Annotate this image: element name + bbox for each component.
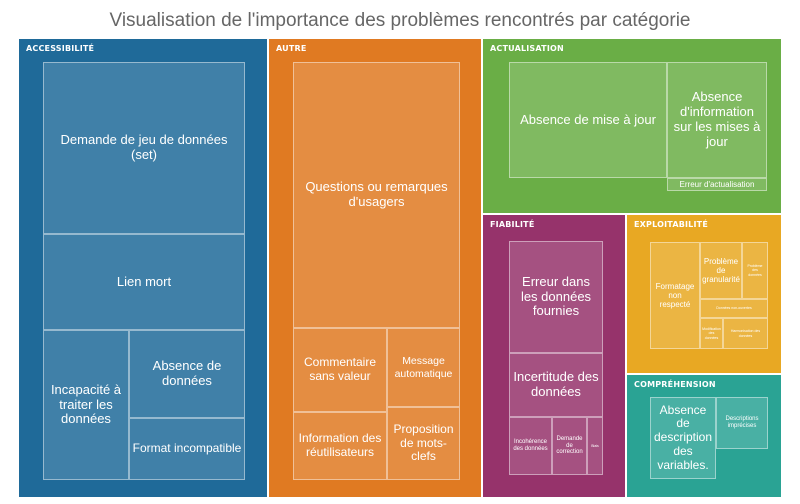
treemap-leaf-erreur-dans-les-donnees-fournies[interactable]: Erreur dans les données fournies — [509, 241, 603, 353]
leaf-label: Lien mort — [116, 273, 172, 289]
leaf-label: Erreur dans les données fournies — [520, 273, 592, 319]
treemap-leaf-information-des-reutilisateurs[interactable]: Information des réutilisateurs — [293, 412, 387, 480]
treemap-category-comprehension[interactable]: COMPRÉHENSION Absence de description des … — [626, 374, 782, 498]
treemap-leaf-absence-d-information-sur-les-mises-a-jour[interactable]: Absence d'information sur les mises à jo… — [667, 62, 767, 178]
treemap-leaf-incoherence-des-donnees[interactable]: Incohérence des données — [509, 417, 552, 475]
treemap-leaf-proposition-de-mots-clefs[interactable]: Proposition de mots-clefs — [387, 407, 460, 480]
leaf-label: Absence d'information sur les mises à jo… — [673, 89, 761, 149]
treemap-category-accessibilite[interactable]: ACCESSIBILITÉ Demande de jeu de données (… — [18, 38, 268, 498]
leaf-label: Incohérence des données — [513, 439, 548, 452]
leaf-label: Demande de correction — [556, 435, 583, 456]
treemap-leaf-questions-ou-remarques-d-usagers[interactable]: Questions ou remarques d'usagers — [293, 62, 460, 328]
leaf-label: Questions ou remarques d'usagers — [305, 179, 448, 209]
treemap-leaf-demande-de-correction[interactable]: Demande de correction — [552, 417, 587, 475]
treemap-leaf-absence-de-description-des-variables[interactable]: Absence de description des variables. — [650, 397, 716, 479]
leaf-label: Formatage non respecté — [655, 281, 695, 310]
leaf-label: Problème des données — [747, 264, 763, 277]
treemap-category-fiabilite[interactable]: FIABILITÉ Erreur dans les données fournie… — [482, 214, 626, 498]
leaf-label: Message automatique — [394, 355, 453, 380]
treemap-leaf-incertitude-des-donnees[interactable]: Incertitude des données — [509, 353, 603, 417]
leaf-label: Harmonisation des données — [730, 329, 761, 338]
treemap-leaf-erreur-d-actualisation[interactable]: Erreur d'actualisation — [667, 178, 767, 191]
category-label: COMPRÉHENSION — [634, 380, 716, 389]
category-label: ACCESSIBILITÉ — [26, 44, 95, 53]
treemap-leaf-probleme-de-granularite[interactable]: Problème de granularité — [700, 242, 742, 299]
treemap-leaf-descriptions-imprecises[interactable]: Descriptions imprécises — [716, 397, 768, 449]
treemap-leaf-demande-de-jeu-de-donnees-set[interactable]: Demande de jeu de données (set) — [43, 62, 245, 234]
treemap-leaf-absence-de-mise-a-jour[interactable]: Absence de mise à jour — [509, 62, 667, 178]
leaf-label: Demande de jeu de données (set) — [60, 132, 228, 162]
leaf-label: Absence de description des variables. — [653, 402, 713, 472]
treemap-category-actualisation[interactable]: ACTUALISATION Absence de mise à jour Absen… — [482, 38, 782, 214]
category-label: EXPLOITABILITÉ — [634, 220, 708, 229]
treemap-leaf-probleme-des-donnees[interactable]: Problème des données — [742, 242, 768, 299]
treemap-leaf-donnees-non-ouvertes[interactable]: Données non-ouvertes — [700, 299, 768, 318]
leaf-label: Données non-ouvertes — [716, 306, 752, 311]
treemap-leaf-biais[interactable]: Biais — [587, 417, 603, 475]
category-label: AUTRE — [276, 44, 307, 53]
leaf-label: Proposition de mots-clefs — [393, 421, 454, 464]
treemap-leaf-modification-des-donnees[interactable]: Modification des données — [700, 318, 723, 349]
leaf-label: Absence de données — [152, 358, 222, 388]
leaf-label: Incertitude des données — [513, 369, 599, 399]
leaf-label: Problème de granularité — [702, 256, 740, 285]
category-label: ACTUALISATION — [490, 44, 564, 53]
category-label: FIABILITÉ — [490, 220, 535, 229]
treemap-leaf-incapacite-a-traiter-les-donnees[interactable]: Incapacité à traiter les données — [43, 330, 129, 480]
leaf-label: Biais — [591, 443, 599, 448]
treemap-leaf-absence-de-donnees[interactable]: Absence de données — [129, 330, 245, 418]
treemap-leaf-format-incompatible[interactable]: Format incompatible — [129, 418, 245, 480]
leaf-label: Commentaire sans valeur — [303, 355, 377, 383]
leaf-label: Format incompatible — [132, 441, 242, 456]
treemap-leaf-formatage-non-respecte[interactable]: Formatage non respecté — [650, 242, 700, 349]
treemap-leaf-lien-mort[interactable]: Lien mort — [43, 234, 245, 330]
treemap-leaf-harmonisation-des-donnees[interactable]: Harmonisation des données — [723, 318, 768, 349]
leaf-label: Information des réutilisateurs — [298, 431, 382, 459]
leaf-label: Modification des données — [702, 327, 721, 340]
leaf-label: Descriptions imprécises — [725, 416, 759, 429]
leaf-label: Erreur d'actualisation — [679, 179, 755, 189]
leaf-label: Incapacité à traiter les données — [50, 381, 122, 427]
treemap-leaf-message-automatique[interactable]: Message automatique — [387, 328, 460, 407]
chart-title: Visualisation de l'importance des problè… — [109, 10, 691, 31]
treemap-leaf-commentaire-sans-valeur[interactable]: Commentaire sans valeur — [293, 328, 387, 412]
leaf-label: Absence de mise à jour — [520, 111, 656, 127]
